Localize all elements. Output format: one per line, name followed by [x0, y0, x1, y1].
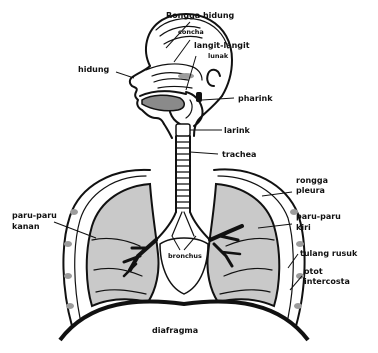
label-otot-2: intercosta: [304, 277, 350, 286]
label-hidung: hidung: [78, 65, 110, 74]
label-tulang-rusuk: tulang rusuk: [300, 249, 358, 258]
label-larink: larink: [224, 126, 251, 135]
label-paru-kanan-2: kanan: [12, 222, 40, 231]
label-lunak: lunak: [208, 52, 229, 60]
label-rongga-hidung: Rongga hidung: [166, 11, 235, 20]
label-rongga-pleura-2: pleura: [296, 186, 325, 195]
left-lung: [207, 184, 279, 306]
label-diafragma: diafragma: [152, 326, 198, 335]
label-trachea: trachea: [222, 150, 256, 159]
label-paru-kanan-1: paru-paru: [12, 211, 57, 220]
label-otot-1: otot: [304, 267, 323, 276]
trachea: [156, 124, 210, 240]
mouth-and-pharynx: [140, 91, 203, 126]
label-paru-kiri-2: kiri: [296, 223, 311, 232]
label-pharink: pharink: [238, 94, 273, 103]
heart-space: [160, 238, 208, 294]
nasal-cavity: [146, 64, 202, 88]
label-concha: concha: [178, 28, 204, 36]
label-rongga-pleura-1: rongga: [296, 176, 328, 185]
label-langit-langit: langit-langit: [194, 41, 250, 50]
label-bronchus: bronchus: [168, 252, 202, 260]
label-paru-kiri-1: paru-paru: [296, 212, 341, 221]
